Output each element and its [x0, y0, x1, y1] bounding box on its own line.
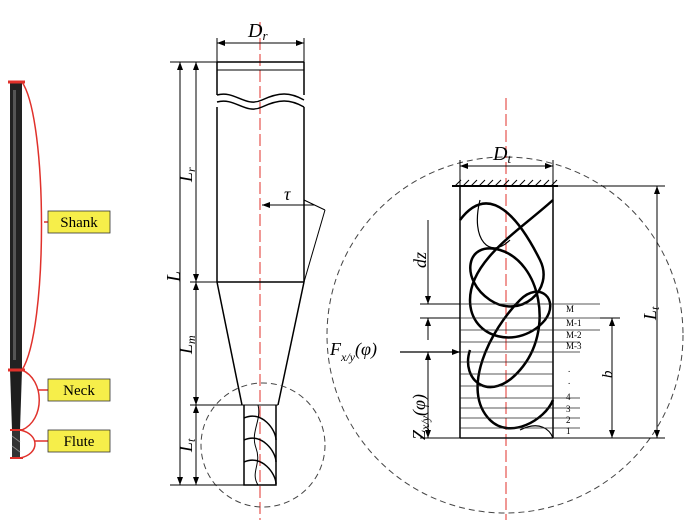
label-shank-text: Shank	[60, 215, 98, 231]
label-L: L	[163, 271, 185, 283]
slice-label: M-2	[566, 330, 582, 340]
label-z: Zx/y(φ)	[409, 394, 432, 440]
slice-label: 3	[566, 404, 571, 414]
tool-flute-photo	[12, 430, 20, 458]
tool-drawing	[170, 22, 326, 520]
flute-helix	[243, 415, 277, 485]
helix-flute-2	[468, 199, 555, 430]
slice-label: M-1	[566, 318, 582, 328]
slice-lines	[460, 303, 600, 439]
slice-label: 1	[566, 426, 571, 436]
tool-neck-photo	[10, 370, 22, 430]
label-force: Fx/y(φ)	[329, 339, 377, 364]
label-flute: Flute	[47, 429, 111, 453]
break-line	[216, 93, 305, 103]
slice-labels: M M-1 M-2 M-3 . . 4 3 2 1	[566, 304, 582, 436]
flute-detail	[326, 98, 684, 520]
label-lr: Lr	[176, 167, 198, 183]
shank-bracket	[21, 81, 43, 371]
detail-dim-labels: Dt dz Lt b Fx/y(φ) Zx/y(φ)	[329, 143, 662, 440]
label-lm: Lm	[176, 335, 198, 355]
slice-label: .	[568, 376, 570, 386]
slice-label: 2	[566, 415, 571, 425]
label-neck: Neck	[47, 378, 111, 402]
label-dr: Dr	[247, 20, 268, 43]
detail-circle-large	[326, 156, 684, 514]
label-neck-text: Neck	[63, 383, 95, 399]
label-flute-text: Flute	[64, 434, 95, 450]
slice-label: .	[568, 364, 570, 374]
label-tau: τ	[284, 184, 291, 204]
slice-label: M-3	[566, 341, 582, 351]
slice-label: M	[566, 304, 574, 314]
helix-flute-1	[459, 202, 545, 389]
flute-bracket	[19, 429, 36, 459]
detail-circle-small	[200, 382, 326, 508]
label-dt: Dt	[492, 143, 511, 166]
tool-dim-labels: Dr L Lr Lm Lt τ	[163, 20, 291, 453]
slice-label: 4	[566, 392, 571, 402]
label-shank: Shank	[47, 210, 111, 234]
label-b: b	[600, 370, 616, 378]
label-lt-detail: Lt	[640, 306, 662, 321]
neck-bracket	[21, 369, 40, 431]
endmill-photo: Shank Neck Flute	[8, 80, 111, 459]
label-dz: dz	[410, 252, 430, 268]
label-lt: Lt	[176, 438, 198, 453]
